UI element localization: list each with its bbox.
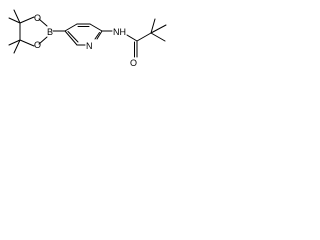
methyl-bond xyxy=(150,18,156,34)
ring-bond xyxy=(89,23,103,32)
ring-double-bond xyxy=(67,31,79,43)
pyridine-ring xyxy=(64,23,103,46)
pinacol-boronate-group xyxy=(8,9,66,54)
o-b-bond xyxy=(38,18,48,27)
ring-bond xyxy=(64,23,78,32)
carbonyl-oxygen-label: O xyxy=(130,58,137,68)
methyl-bond xyxy=(150,32,166,42)
structure-canvas: O O B N NH O xyxy=(0,0,179,73)
ring-bond xyxy=(19,16,35,24)
oxygen-lower-label: O xyxy=(34,40,41,50)
ring-nitrogen-label: N xyxy=(86,41,93,51)
molecule-structure: O O B N NH O xyxy=(8,9,167,68)
ring-bond xyxy=(96,30,103,40)
methyl-bond xyxy=(13,39,21,54)
amide-nh-label: NH xyxy=(113,27,126,37)
ring-bond xyxy=(64,30,78,46)
oxygen-upper-label: O xyxy=(34,13,41,23)
n-c-bond xyxy=(126,34,138,42)
c-c-bond xyxy=(136,32,152,42)
boron-label: B xyxy=(47,27,53,37)
methyl-bond xyxy=(8,39,21,46)
o-b-bond xyxy=(38,36,48,45)
methyl-bond xyxy=(13,9,21,24)
pivalamide-group xyxy=(101,18,167,58)
ring-bond xyxy=(19,39,35,47)
ring-double-bond xyxy=(94,32,100,40)
methyl-bond xyxy=(150,24,167,34)
methyl-bond xyxy=(8,17,21,24)
